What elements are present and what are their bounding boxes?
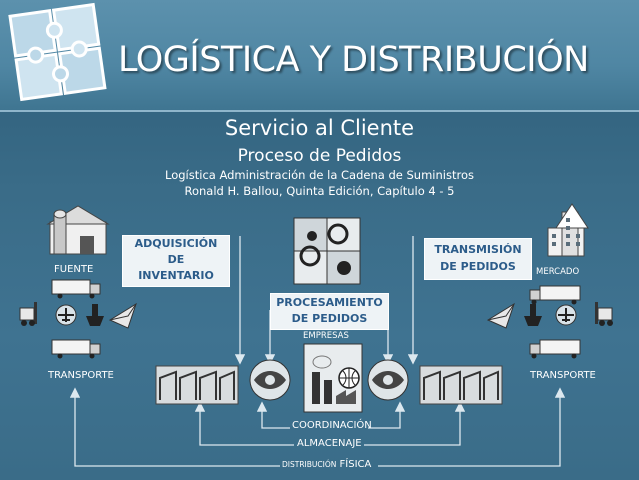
truck-icon [529, 339, 581, 359]
arrow-almac-right [364, 401, 466, 446]
box-adquisicion-line-3: INVENTARIO [138, 269, 214, 282]
label-coordinacion: COORDINACIÓN [292, 420, 372, 431]
truck-icon [51, 339, 101, 359]
subtitle-line-1: Servicio al Cliente [224, 116, 415, 140]
box-procesamiento-line-2: DE PEDIDOS [291, 312, 368, 325]
box-procesamiento-line-1: PROCESAMIENTO [276, 296, 383, 309]
ship-icon [86, 304, 104, 326]
barn-icon [46, 205, 110, 255]
truck-icon [51, 279, 101, 299]
handshake-icon [367, 359, 409, 401]
label-almacenaje: ALMACENAJE [297, 438, 362, 449]
box-procesamiento-pedidos: PROCESAMIENTO DE PEDIDOS [270, 293, 389, 330]
box-transmision-line-2: DE PEDIDOS [440, 260, 516, 273]
warehouse-icon [155, 365, 239, 405]
globe-icon [338, 367, 360, 389]
ship-icon [524, 304, 542, 326]
mail-icon [486, 302, 515, 329]
airplane-icon [55, 304, 77, 326]
arrow-dist-right [378, 387, 566, 467]
label-transporte-right: TRANSPORTE [530, 370, 596, 381]
box-adquisicion-line-2: DE [167, 253, 185, 266]
label-transporte-left: TRANSPORTE [48, 370, 114, 381]
label-fuente: FUENTE [54, 264, 94, 275]
label-mercado: MERCADO [536, 267, 580, 277]
header-band [0, 0, 639, 112]
mail-icon [108, 302, 137, 329]
subtitle-line-2: Proceso de Pedidos [237, 146, 402, 166]
warehouse-icon [419, 365, 503, 405]
forklift-icon [595, 302, 613, 326]
gears-icon [293, 217, 361, 285]
arrow-coord-left [256, 401, 290, 429]
arrow-dist-left [69, 387, 280, 467]
puzzle-icon [8, 2, 107, 102]
airplane-icon [555, 304, 577, 326]
subtitle-line-3: Logística Administración de la Cadena de… [165, 168, 474, 182]
box-adquisicion-line-1: ADQUISICIÓN [134, 237, 218, 250]
label-distribucion-big: FÍSICA [339, 459, 372, 470]
slide-title: LOGÍSTICA Y DISTRIBUCIÓN [118, 40, 589, 80]
box-adquisicion-inventario: ADQUISICIÓN DE INVENTARIO [122, 235, 230, 287]
arrow-almac-left [194, 401, 294, 446]
label-distribucion-small: DISTRIBUCIÓN [282, 460, 337, 469]
label-distribucion-fisica: DISTRIBUCIÓN FÍSICA [282, 459, 371, 470]
skyscraper-icon [547, 203, 589, 257]
box-transmision-pedidos: TRANSMISIÓN DE PEDIDOS [424, 238, 532, 280]
truck-icon [529, 285, 581, 305]
label-empresas: EMPRESAS [303, 331, 349, 341]
forklift-icon [19, 302, 37, 326]
arrow-coord-right [368, 401, 406, 429]
box-transmision-line-1: TRANSMISIÓN [434, 243, 522, 256]
subtitle-line-4: Ronald H. Ballou, Quinta Edición, Capítu… [184, 184, 455, 198]
handshake-icon [249, 359, 291, 401]
